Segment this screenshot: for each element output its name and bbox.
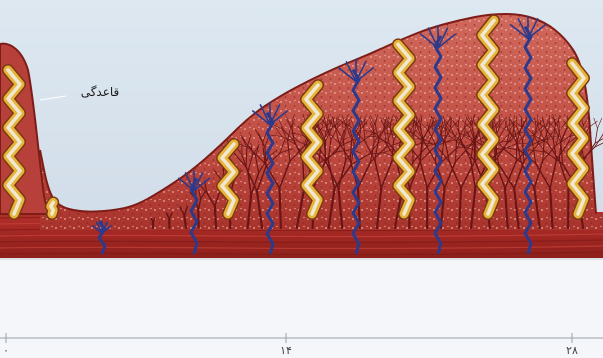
axis-label-day-28: ۲۸ [566,344,578,357]
vessel-branch [215,206,216,228]
axis-label-day-14: ۱۴ [280,344,292,357]
bottom-panel [0,258,603,358]
axis-label-day-0: ۰ [3,344,9,357]
vessel-branch [280,188,281,228]
annotation-label: قاعدگی [81,85,120,99]
gland-lumen [51,202,53,214]
